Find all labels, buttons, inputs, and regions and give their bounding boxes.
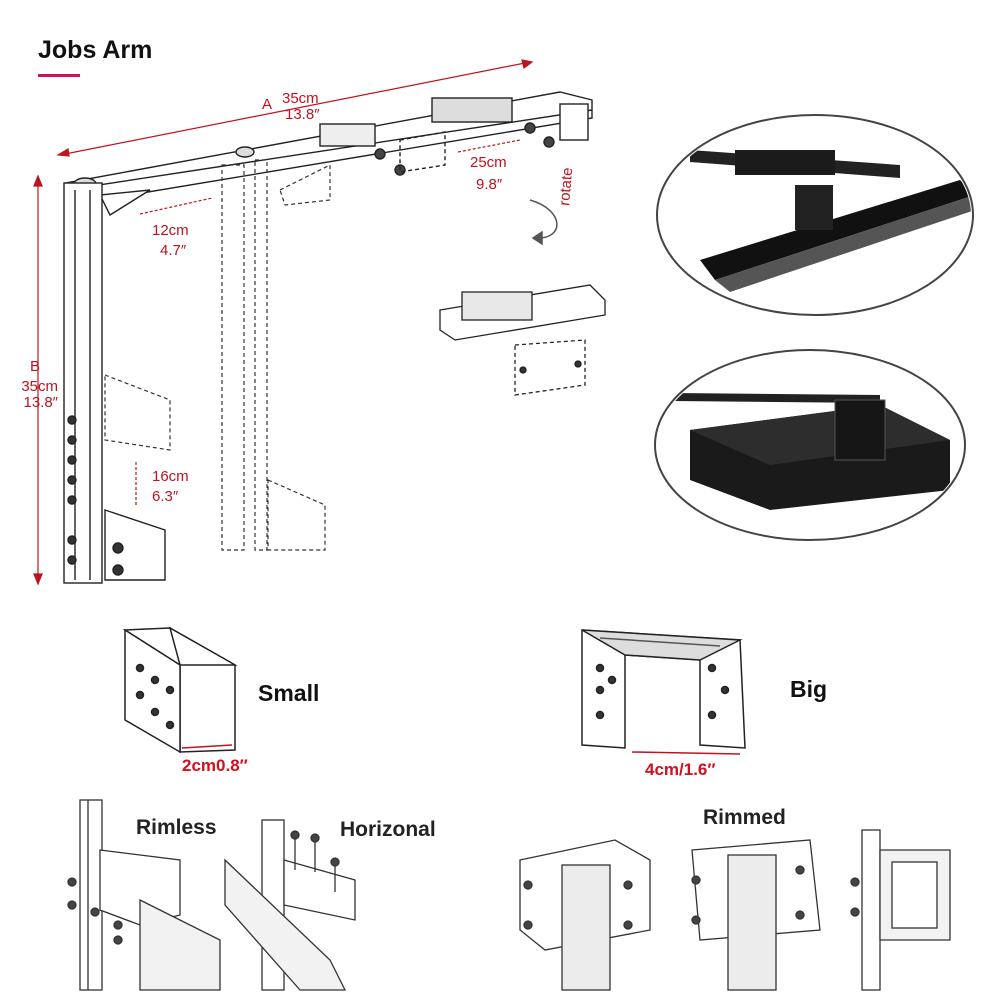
rimmed-label: Rimmed — [703, 806, 786, 829]
dimension-12cm-label: 12cm — [152, 222, 189, 239]
slider-detail — [439, 284, 606, 396]
title-underline — [38, 74, 80, 77]
dimension-a-cm: 35cm — [282, 90, 319, 107]
big-clamp-label: Big — [790, 676, 828, 702]
rimless-mount-drawing — [67, 799, 221, 991]
left-post-clamp — [104, 509, 166, 581]
small-clamp-drawing — [122, 626, 238, 754]
dimension-25cm-label: 25cm — [470, 154, 507, 171]
rimmed-mount-drawing-1 — [519, 839, 651, 991]
big-clamp-size: 4cm/1.6″ — [645, 760, 716, 779]
dimension-12in-label: 4.7″ — [160, 242, 187, 259]
dimension-25in-label: 9.8″ — [476, 176, 503, 193]
top-arm — [65, 91, 593, 217]
light-bar-photo — [656, 114, 974, 316]
middle-post-ghost — [104, 159, 331, 551]
panel-light-photo — [654, 349, 966, 541]
dimension-b-in: 13.8″ — [23, 394, 58, 411]
dimension-a-in: 13.8″ — [285, 106, 320, 123]
dimension-16cm-label: 16cm — [152, 468, 189, 485]
dimension-b-letter: B — [30, 358, 41, 375]
big-clamp-drawing — [581, 629, 746, 755]
horizontal-mount-drawing — [224, 819, 356, 991]
horizontal-label: Horizonal — [340, 818, 436, 841]
small-clamp-size: 2cm0.8″ — [182, 756, 248, 775]
dimension-12cm-arrow — [139, 197, 213, 215]
rimmed-mount-drawing-3 — [850, 829, 951, 991]
dimension-25cm-arrow — [457, 139, 521, 153]
dimension-a-letter: A — [262, 96, 273, 113]
left-post — [63, 182, 103, 584]
rotate-arrow — [529, 199, 558, 246]
page-title: Jobs Arm — [38, 36, 153, 64]
small-clamp-label: Small — [258, 680, 320, 706]
dimension-b-cm: 35cm — [21, 378, 58, 395]
dimension-16in-label: 6.3″ — [152, 488, 179, 505]
dimension-a-line — [56, 59, 534, 157]
rimmed-mount-drawing-2 — [691, 839, 821, 991]
rimless-label: Rimless — [136, 816, 217, 839]
dimension-b-line — [33, 174, 43, 586]
